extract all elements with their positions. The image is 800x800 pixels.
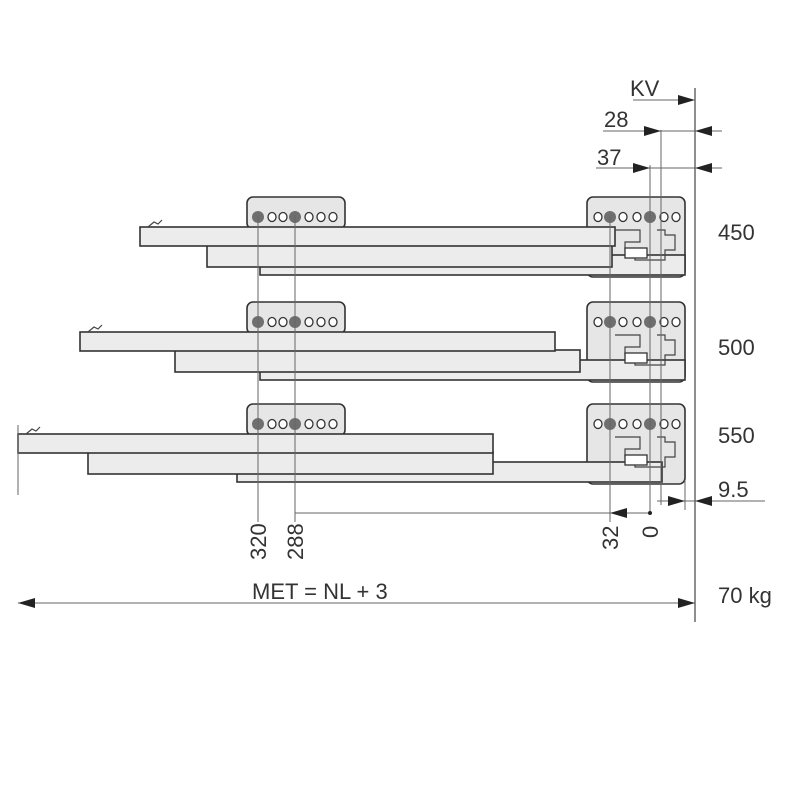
mounting-hole [593, 418, 603, 430]
mounting-hole [671, 316, 681, 328]
zero-point [648, 511, 652, 515]
mounting-hole [267, 316, 277, 328]
load-capacity-label: 70 kg [718, 583, 772, 608]
dim-37-label: 37 [597, 145, 621, 170]
mounting-hole [267, 418, 277, 430]
mounting-hole [316, 418, 326, 430]
locking-lever [624, 247, 648, 259]
dim-9-5-arrow-left [668, 496, 685, 506]
met-arrow-left [18, 598, 35, 608]
mounting-hole [304, 211, 314, 223]
length-label-450: 450 [718, 220, 755, 245]
mounting-hole [278, 316, 288, 328]
middle-rail [174, 349, 581, 373]
mounting-hole [659, 211, 669, 223]
mounting-hole [328, 316, 338, 328]
middle-rail [206, 244, 613, 268]
mounting-hole [593, 316, 603, 328]
mounting-hole [593, 211, 603, 223]
rail-hook [25, 426, 41, 435]
dim-9-5-arrow-right [695, 496, 712, 506]
met-arrow-right [678, 598, 695, 608]
met-formula-label: MET = NL + 3 [252, 579, 388, 604]
dim-37-arrow-left [633, 163, 650, 173]
locking-lever [624, 352, 648, 364]
middle-rail [87, 451, 494, 475]
dim-28-label: 28 [604, 107, 628, 132]
mounting-hole [659, 418, 669, 430]
mounting-hole [304, 316, 314, 328]
mounting-hole [316, 316, 326, 328]
mounting-hole [328, 418, 338, 430]
kv-label: KV [630, 76, 660, 101]
mounting-hole [267, 211, 277, 223]
dim-28-arrow-right [695, 126, 712, 136]
mounting-hole [316, 211, 326, 223]
mounting-hole [632, 418, 642, 430]
mounting-hole [618, 316, 628, 328]
dim-9-5-label: 9.5 [718, 477, 749, 502]
drawer-rail [79, 331, 556, 352]
mounting-hole [671, 211, 681, 223]
slide-group-2 [79, 301, 686, 383]
slide-group-3 [17, 403, 686, 485]
zero-label: 0 [638, 526, 663, 538]
slide-group-1 [139, 196, 686, 278]
mounting-hole [618, 418, 628, 430]
kv-arrow [678, 95, 695, 105]
mounting-hole [632, 211, 642, 223]
slide-group-container [17, 196, 686, 485]
rail-hook [87, 324, 103, 333]
length-label-550: 550 [718, 423, 755, 448]
dim-37-arrow-right [695, 163, 712, 173]
mounting-hole [618, 211, 628, 223]
mounting-hole [671, 418, 681, 430]
hole-288-label: 288 [283, 523, 308, 560]
mounting-hole [278, 211, 288, 223]
hole-dim-arrow [610, 508, 627, 518]
mounting-hole [659, 316, 669, 328]
length-label-500: 500 [718, 335, 755, 360]
hole-320-label: 320 [246, 523, 271, 560]
drawer-rail [139, 226, 616, 247]
dim-28-arrow-left [644, 126, 661, 136]
locking-lever [624, 454, 648, 466]
mounting-hole [304, 418, 314, 430]
drawer-rail [17, 433, 494, 454]
mounting-hole [278, 418, 288, 430]
mounting-hole [632, 316, 642, 328]
rail-hook [147, 219, 163, 228]
hole-32-label: 32 [598, 526, 623, 550]
mounting-hole [328, 211, 338, 223]
